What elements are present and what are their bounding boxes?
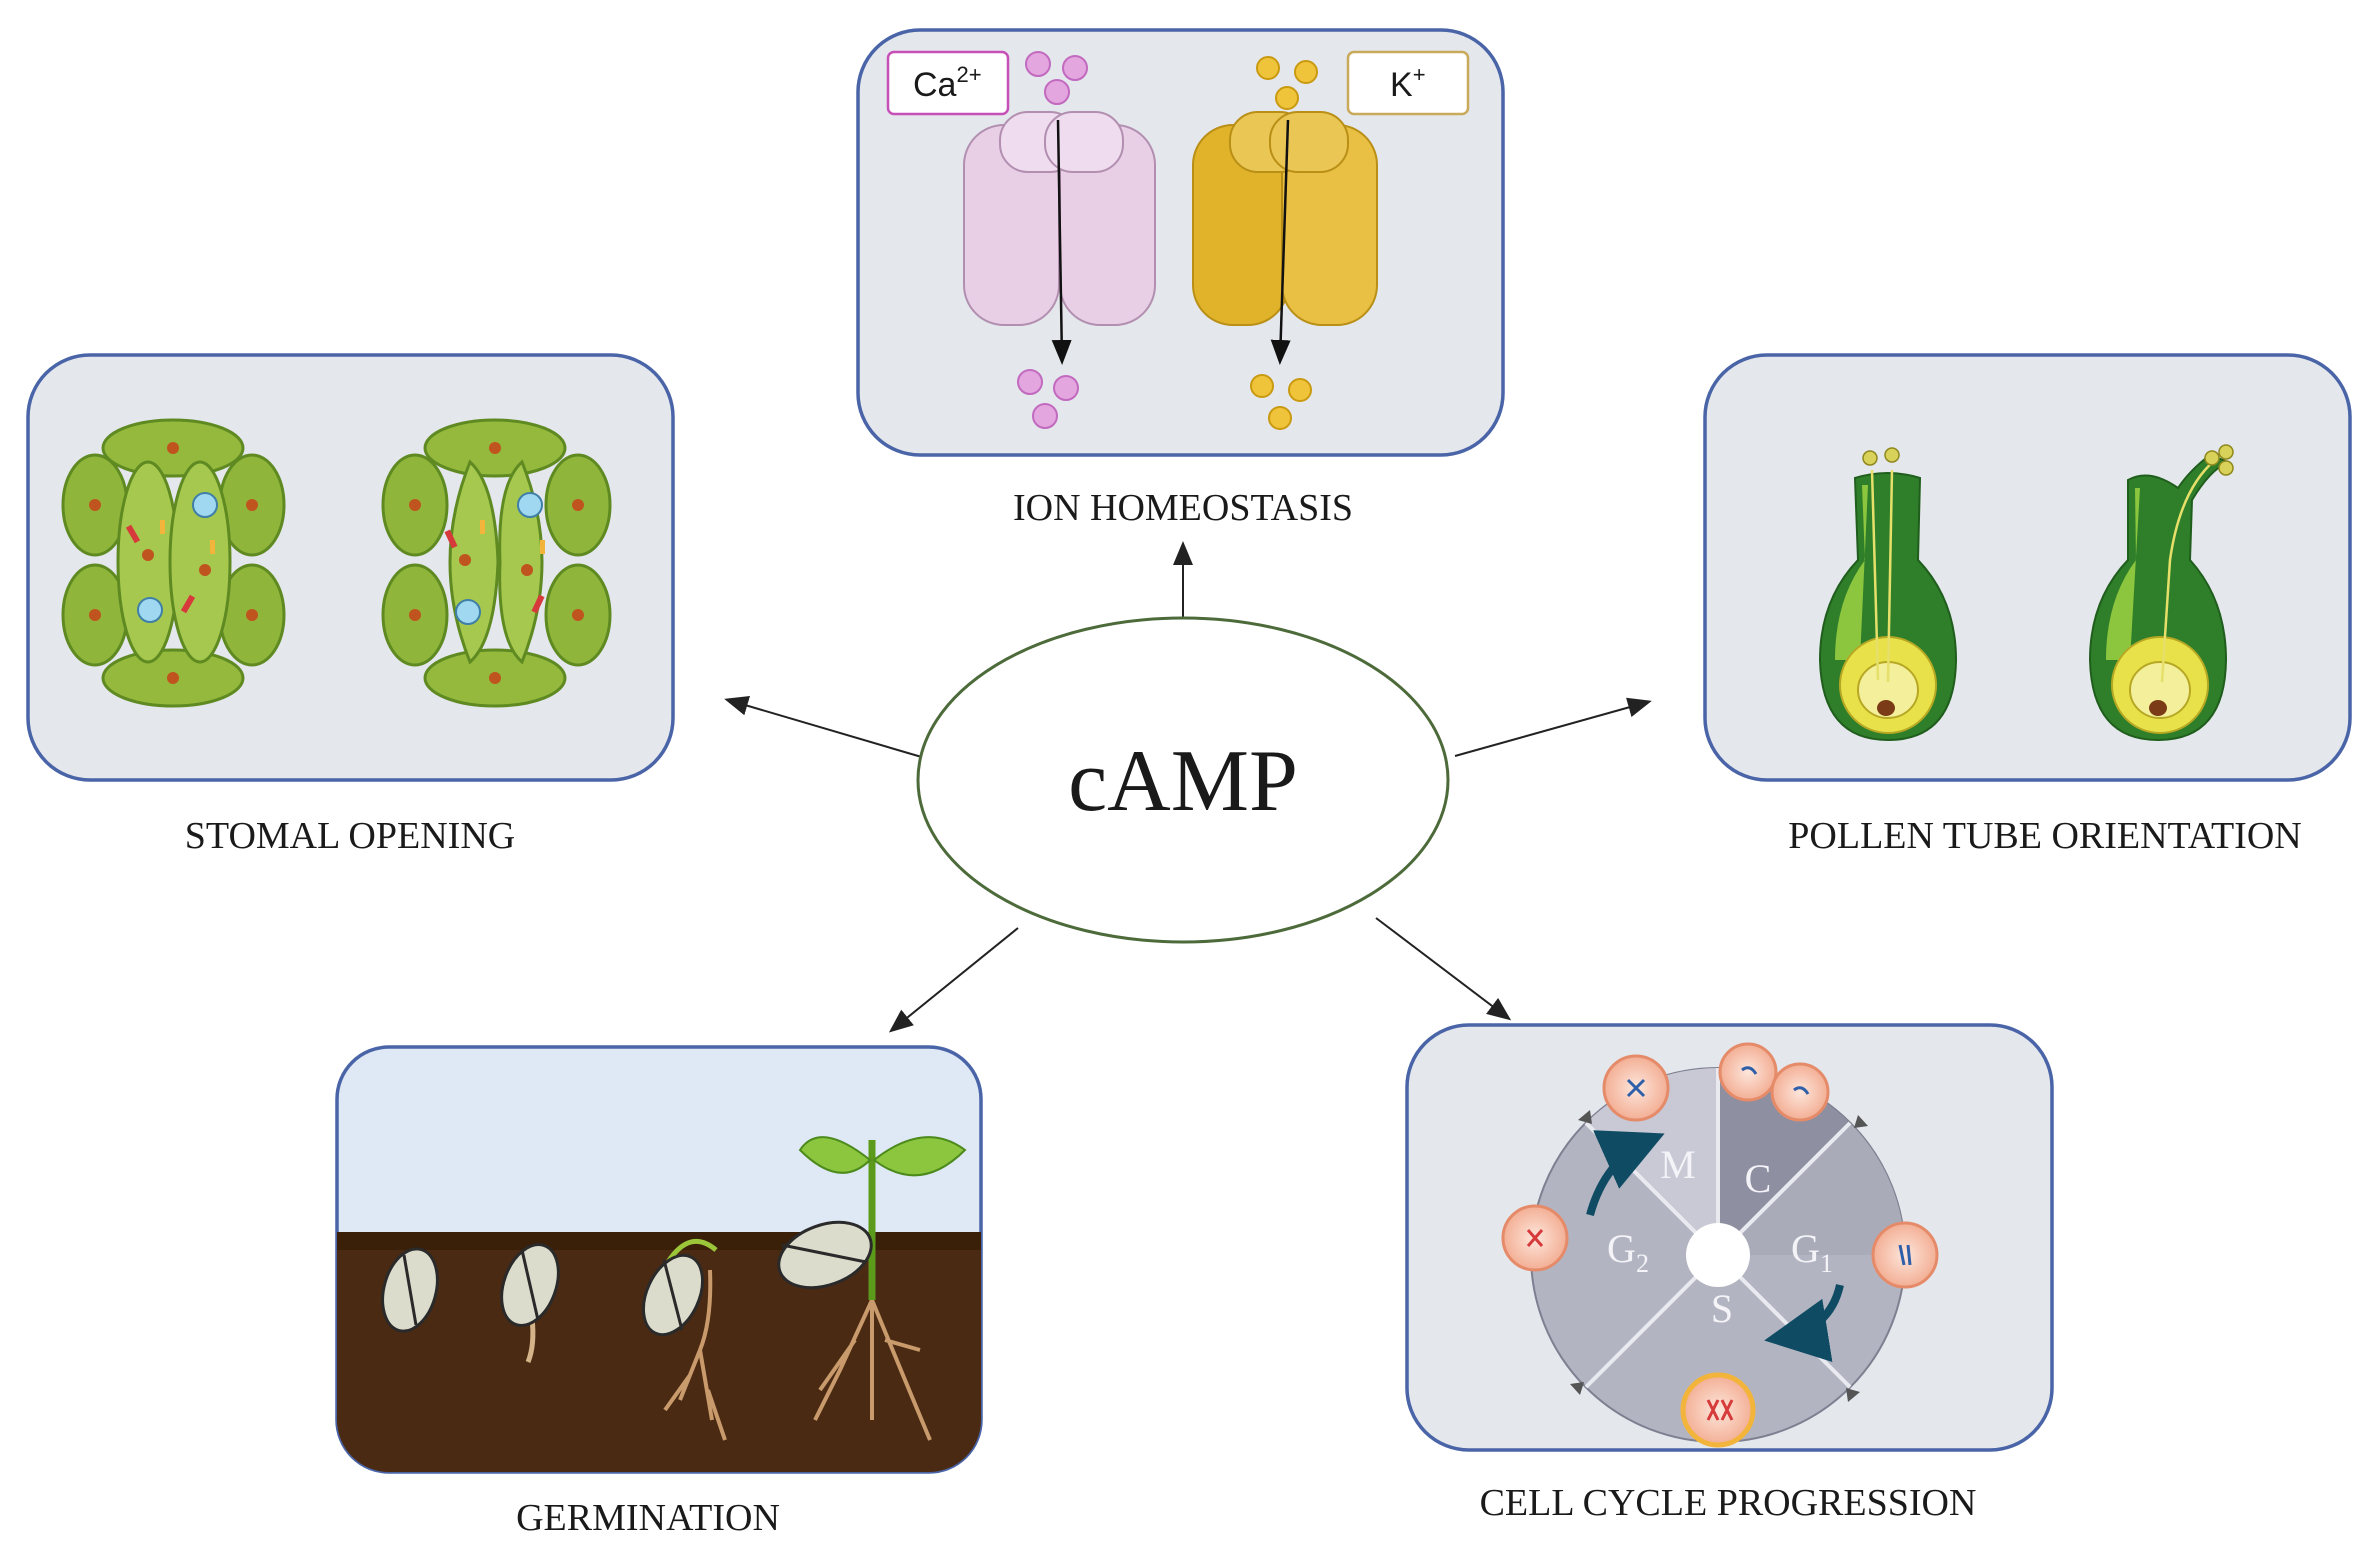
phase-labels: M C G1 S G2 [1607,1142,1833,1331]
cell-cycle-panel: M C G1 S G2 CELL CYCLE PROGRESSION [1405,1023,2054,1524]
svg-text:K+: K+ [1390,62,1426,104]
rooted-seed-icon [641,1239,727,1441]
seed-icon [381,1247,439,1333]
open-stoma-icon [381,418,612,708]
pollen-tube-label: POLLEN TUBE ORIENTATION [1788,815,2301,857]
potassium-channel-icon [1192,111,1378,365]
potassium-label-box: K+ [1346,50,1470,116]
phase-g2-label: G2 [1607,1226,1649,1278]
phase-c-label: C [1745,1156,1772,1201]
potassium-symbol: K [1390,66,1413,104]
arrow-to-pollen [1454,697,1652,757]
sprouting-seed-icon [500,1243,560,1363]
ion-homeostasis-label: ION HOMEOSTASIS [1013,487,1353,529]
camp-node: cAMP [916,616,1450,944]
phase-g1-label: G1 [1791,1226,1833,1278]
calcium-symbol: Ca [913,66,957,104]
cell-cycle-wheel-icon [1530,1067,1906,1443]
calcium-label-box: Ca2+ [886,50,1010,116]
pistil-bent-icon [2088,444,2234,742]
stomal-opening-label: STOMAL OPENING [185,815,515,857]
seedling-icon [777,1136,967,1441]
phase-s-label: S [1711,1286,1733,1331]
arrow-to-stomal [724,696,926,759]
potassium-ions-icon [1250,56,1318,430]
dividing-cell-icons [1501,1042,1939,1448]
potassium-charge: + [1413,62,1426,87]
phase-m-label: M [1660,1142,1696,1187]
pistil-icon [1818,447,1958,742]
closed-stoma-icon [61,418,286,708]
ion-homeostasis-panel: Ca2+ K+ [856,28,1505,529]
arrow-to-germination [888,927,1019,1033]
svg-text:Ca2+: Ca2+ [913,62,982,104]
camp-ellipse [916,616,1450,944]
calcium-channel-icon [963,111,1156,365]
cell-cycle-label: CELL CYCLE PROGRESSION [1480,1482,1977,1524]
connector-arrows [724,541,1652,1033]
calcium-charge: 2+ [956,62,981,87]
arrow-to-cellcycle [1375,917,1512,1021]
camp-label: cAMP [1068,733,1298,830]
germination-panel: GERMINATION [335,1045,983,1539]
pollen-tube-panel: POLLEN TUBE ORIENTATION [1703,353,2352,857]
pollen-panel-frame [1703,353,2352,782]
calcium-ions-icon [1017,51,1088,429]
germination-label: GERMINATION [516,1497,780,1539]
stomal-opening-panel: STOMAL OPENING [26,353,675,857]
